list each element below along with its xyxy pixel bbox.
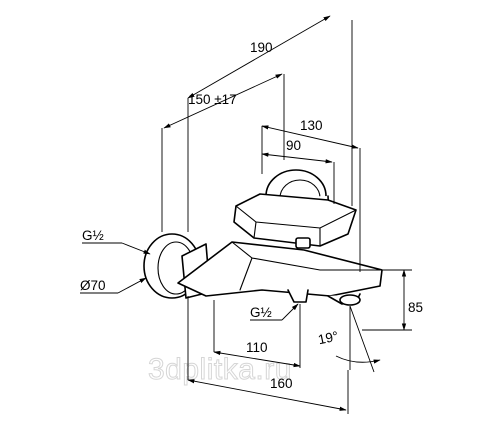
annotation-inlet-thread: G½ xyxy=(82,228,151,255)
dimension-outlet-angle: 19° xyxy=(317,305,381,373)
annotation-outlet-thread: G½ xyxy=(250,303,299,321)
dim-90-label: 90 xyxy=(286,138,301,153)
dimension-outlet-distance: 110 xyxy=(213,300,301,368)
inlet-thread-label: G½ xyxy=(82,228,104,243)
lower-outlet xyxy=(287,289,309,303)
dim-85-label: 85 xyxy=(408,300,423,315)
faucet-body xyxy=(143,169,383,306)
dim-160-label: 160 xyxy=(270,376,293,391)
dim-130-label: 130 xyxy=(300,118,323,133)
dim-150-label: 150 ±17 xyxy=(188,92,237,107)
dim-110-label: 110 xyxy=(246,340,268,355)
dim-190-label: 190 xyxy=(250,40,273,55)
outlet-thread-label: G½ xyxy=(250,305,272,320)
main-body xyxy=(177,241,383,297)
annotation-rosette-diameter: Ø70 xyxy=(80,277,147,294)
lever-handle xyxy=(233,193,357,247)
dimension-spout-length: 160 xyxy=(187,296,349,414)
dim-angle-label: 19° xyxy=(317,328,340,347)
dimension-lever-reach: 90 xyxy=(261,138,335,204)
rosette-diameter-label: Ø70 xyxy=(80,278,106,293)
dimension-spout-reach: 130 xyxy=(261,118,361,272)
dimension-height: 85 xyxy=(362,269,423,331)
